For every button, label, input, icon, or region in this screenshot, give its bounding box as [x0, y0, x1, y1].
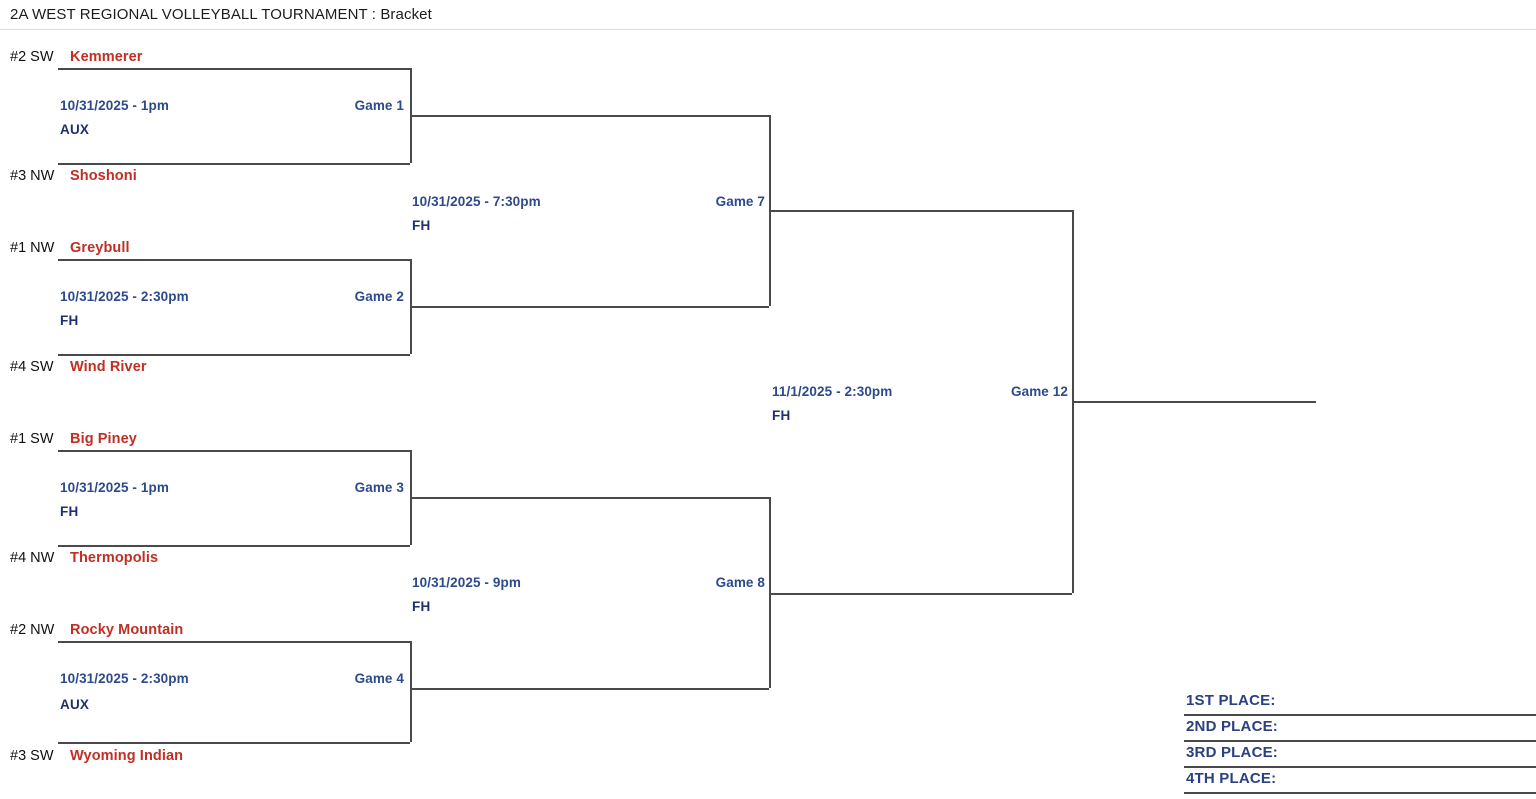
game-datetime: 10/31/2025 - 7:30pm — [412, 194, 541, 209]
placement-row[interactable]: 1ST PLACE: — [1184, 690, 1536, 716]
bracket-feed-game3-to-game8 — [410, 497, 769, 499]
team-seed: #4 NW — [10, 550, 55, 566]
page-title: 2A WEST REGIONAL VOLLEYBALL TOURNAMENT :… — [10, 6, 432, 23]
game-venue: FH — [412, 599, 431, 614]
game-datetime: 10/31/2025 - 2:30pm — [60, 671, 189, 686]
team-seed: #3 NW — [10, 168, 55, 184]
team-name: Wyoming Indian — [70, 748, 184, 764]
team-name: Thermopolis — [70, 550, 159, 566]
game-datetime: 10/31/2025 - 1pm — [60, 480, 169, 495]
game-label: Game 7 — [715, 194, 765, 209]
bracket-feed-game2-to-game7 — [410, 306, 769, 308]
team-name: Big Piney — [70, 431, 137, 447]
placement-label: 3RD PLACE: — [1186, 744, 1279, 761]
bracket-feed-game4-to-game8 — [410, 688, 769, 690]
game-datetime: 11/1/2025 - 2:30pm — [772, 384, 893, 399]
page-header: 2A WEST REGIONAL VOLLEYBALL TOURNAMENT :… — [0, 0, 1536, 30]
team-seed: #3 SW — [10, 748, 54, 764]
game-venue: FH — [60, 313, 79, 328]
bracket-line-top-game4 — [58, 641, 410, 643]
game-label: Game 2 — [354, 289, 404, 304]
bracket-line-top-game1 — [58, 68, 410, 70]
team-seed: #2 SW — [10, 49, 54, 65]
team-seed: #2 NW — [10, 622, 55, 638]
team-name: Kemmerer — [70, 49, 143, 65]
placement-results: 1ST PLACE: 2ND PLACE: 3RD PLACE: 4TH PLA… — [1184, 690, 1536, 794]
bracket-line-bottom-game3 — [58, 545, 410, 547]
game-venue: FH — [60, 504, 79, 519]
team-name: Greybull — [70, 240, 130, 256]
team-name: Wind River — [70, 359, 147, 375]
game-label: Game 12 — [1011, 384, 1068, 399]
game-venue: AUX — [60, 697, 90, 712]
placement-label: 1ST PLACE: — [1186, 692, 1276, 709]
game-datetime: 10/31/2025 - 2:30pm — [60, 289, 189, 304]
game-label: Game 1 — [354, 98, 404, 113]
team-seed: #1 NW — [10, 240, 55, 256]
bracket-champion-line — [1072, 401, 1316, 403]
game-venue: AUX — [60, 122, 90, 137]
game-venue: FH — [772, 408, 791, 423]
bracket-connector-game4 — [410, 641, 412, 742]
placement-row[interactable]: 4TH PLACE: — [1184, 768, 1536, 794]
game-datetime: 10/31/2025 - 9pm — [412, 575, 521, 590]
bracket-line-bottom-game2 — [58, 354, 410, 356]
bracket-line-top-game3 — [58, 450, 410, 452]
bracket-line-bottom-game1 — [58, 163, 410, 165]
placement-row[interactable]: 2ND PLACE: — [1184, 716, 1536, 742]
bracket-line-top-game2 — [58, 259, 410, 261]
placement-label: 2ND PLACE: — [1186, 718, 1279, 735]
game-datetime: 10/31/2025 - 1pm — [60, 98, 169, 113]
bracket-feed-game1-to-game7 — [410, 115, 769, 117]
team-seed: #1 SW — [10, 431, 54, 447]
team-seed: #4 SW — [10, 359, 54, 375]
placement-row[interactable]: 3RD PLACE: — [1184, 742, 1536, 768]
bracket-connector-game8 — [769, 497, 771, 688]
team-name: Rocky Mountain — [70, 622, 184, 638]
game-venue: FH — [412, 218, 431, 233]
team-name: Shoshoni — [70, 168, 137, 184]
placement-label: 4TH PLACE: — [1186, 770, 1277, 787]
game-label: Game 4 — [354, 671, 404, 686]
game-label: Game 3 — [354, 480, 404, 495]
game-label: Game 8 — [715, 575, 765, 590]
bracket-feed-game7-to-game12 — [769, 210, 1072, 212]
bracket-line-bottom-game4 — [58, 742, 410, 744]
bracket-feed-game8-to-game12 — [769, 593, 1072, 595]
